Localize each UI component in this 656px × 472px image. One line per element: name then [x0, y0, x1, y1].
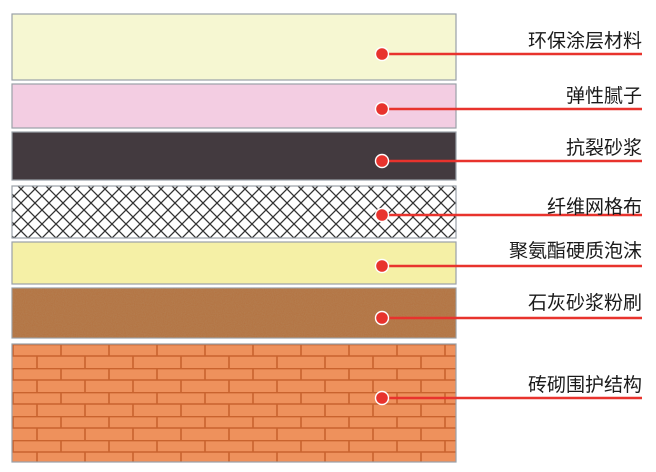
label-crack-mortar: 抗裂砂浆	[565, 137, 642, 159]
layer-crack-mortar	[11, 131, 457, 181]
label-elastic-putty: 弹性腻子	[565, 85, 642, 107]
layer-lime-plaster-texture	[12, 288, 456, 338]
label-lime-plaster: 石灰砂浆粉刷	[527, 292, 642, 314]
leader-dot-brick-wall	[374, 390, 390, 406]
label-fiber-mesh: 纤维网格布	[546, 196, 642, 218]
leader-dot-fiber-mesh	[374, 207, 390, 223]
leader-dot-lime-plaster	[374, 310, 390, 326]
leader-dot-eco-coating	[374, 46, 390, 62]
label-brick-wall: 砖砌围护结构	[527, 374, 642, 396]
leader-dot-crack-mortar	[374, 153, 390, 169]
layer-pu-foam	[11, 241, 457, 285]
layer-fiber-mesh	[11, 185, 457, 239]
leader-dot-elastic-putty	[374, 101, 390, 117]
layer-brick-wall	[11, 343, 457, 463]
layer-elastic-putty	[11, 83, 457, 129]
layer-eco-coating	[11, 13, 457, 81]
label-pu-foam: 聚氨酯硬质泡沫	[508, 240, 642, 262]
label-eco-coating: 环保涂层材料	[527, 30, 642, 52]
leader-dot-pu-foam	[374, 258, 390, 274]
